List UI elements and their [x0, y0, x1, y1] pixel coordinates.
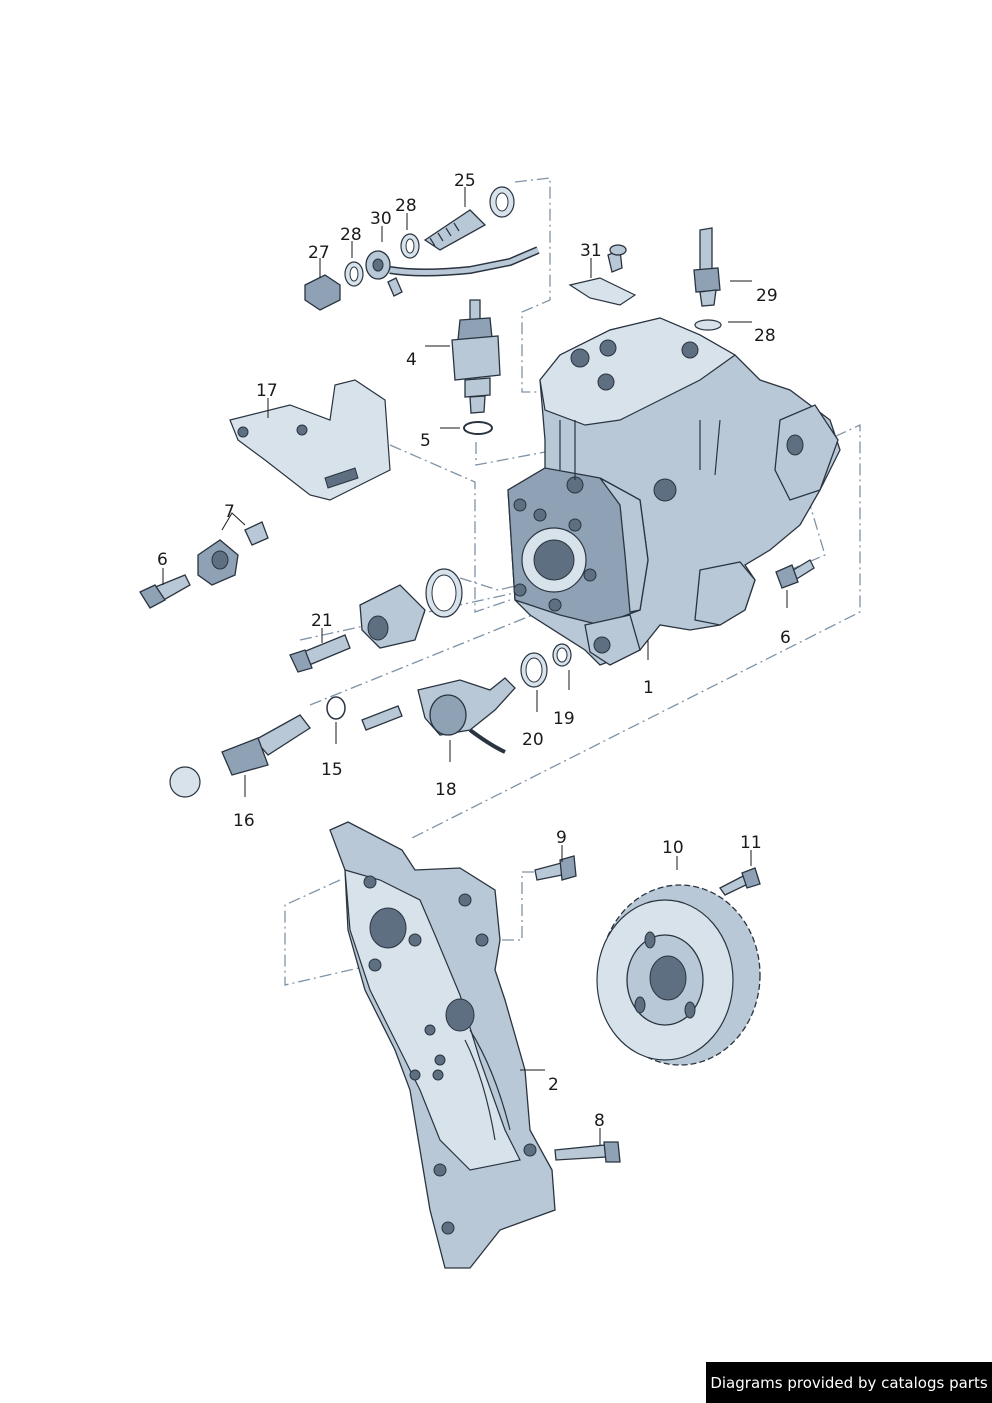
callout-10: 10 [662, 838, 684, 858]
bolt-11 [719, 867, 761, 896]
callout-21: 21 [311, 611, 333, 631]
retaining-clip [568, 244, 637, 306]
callout-6: 6 [780, 628, 791, 648]
callout-7: 7 [224, 502, 235, 522]
callout-31: 31 [580, 241, 602, 261]
callout-28: 28 [340, 225, 362, 245]
callout-30: 30 [370, 209, 392, 229]
callout-leaders [162, 187, 788, 1145]
callout-25: 25 [454, 171, 476, 191]
temperature-sender [693, 227, 722, 331]
attribution-banner: Diagrams provided by catalogs parts [706, 1362, 992, 1403]
callout-29: 29 [756, 286, 778, 306]
callout-6: 6 [157, 550, 168, 570]
speed-sensor [361, 643, 572, 754]
fuel-pipe-assembly [304, 186, 540, 311]
bracket-plate [229, 379, 391, 501]
pump-sprocket [596, 884, 761, 1066]
stud-and-nut [139, 521, 269, 609]
callout-18: 18 [435, 780, 457, 800]
callout-28: 28 [754, 326, 776, 346]
bolt-9 [534, 855, 577, 881]
callout-9: 9 [556, 828, 567, 848]
callout-15: 15 [321, 760, 343, 780]
callout-labels: 25 30 28 28 27 31 29 28 4 17 5 7 6 6 21 … [157, 171, 791, 1131]
callout-8: 8 [594, 1111, 605, 1131]
callout-5: 5 [420, 431, 431, 451]
pump-mounting-bracket [329, 821, 556, 1269]
hollow-bolt [169, 696, 346, 798]
attribution-text: Diagrams provided by catalogs parts [710, 1373, 988, 1392]
callout-20: 20 [522, 730, 544, 750]
callout-27: 27 [308, 243, 330, 263]
callout-4: 4 [406, 350, 417, 370]
callout-11: 11 [740, 833, 762, 853]
callout-2: 2 [548, 1075, 559, 1095]
bolt-8 [554, 1141, 621, 1163]
callout-1: 1 [643, 678, 654, 698]
callout-16: 16 [233, 811, 255, 831]
callout-28: 28 [395, 196, 417, 216]
threaded-plug [289, 568, 463, 673]
bolt-right [775, 559, 815, 589]
callout-17: 17 [256, 381, 278, 401]
callout-19: 19 [553, 709, 575, 729]
high-pressure-pump [507, 317, 841, 666]
shutoff-valve [451, 299, 501, 435]
